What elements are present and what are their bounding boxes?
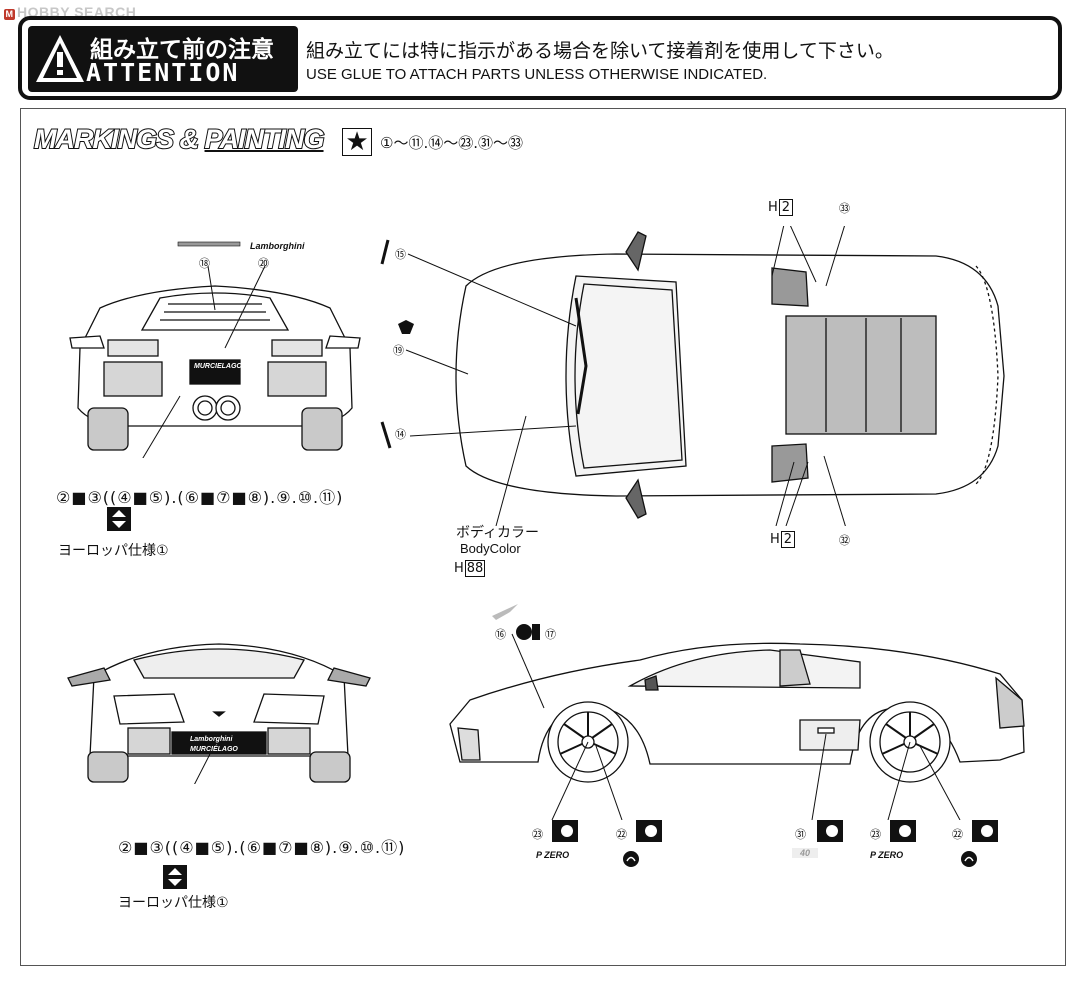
- decal-marker-icon: [552, 820, 578, 842]
- star-icon: ★: [342, 128, 372, 156]
- bull-badge-icon: [623, 851, 639, 867]
- top-view-drawing: [380, 226, 1005, 526]
- callout-23b: ㉓: [870, 828, 881, 841]
- callout-22a: ㉒: [616, 828, 627, 841]
- callout-22b: ㉒: [952, 828, 963, 841]
- callout-16: ⑯: [495, 628, 506, 641]
- attention-message-en: USE GLUE TO ATTACH PARTS UNLESS OTHERWIS…: [306, 66, 768, 83]
- decal-marker-icon: [890, 820, 916, 842]
- body-color-code-prefix: H: [454, 561, 464, 576]
- paint-h2-top-prefix: H: [768, 200, 778, 215]
- attention-message-jp: 組み立てには特に指示がある場合を除いて接着剤を使用して下さい。: [306, 40, 894, 62]
- front-decal-sequence: ②■③((④■⑤).(⑥■⑦■⑧).⑨.⑩.⑪): [118, 838, 406, 857]
- swap-arrows-icon: [107, 507, 131, 531]
- callout-33: ㉝: [839, 202, 850, 215]
- rear-plate-text: MURCIELAGO: [194, 363, 242, 370]
- callout-15: ⑮: [395, 248, 406, 261]
- decal-marker-icon: [817, 820, 843, 842]
- callout-20: ⑳: [258, 257, 269, 270]
- body-color-en: BodyColor: [460, 541, 521, 556]
- decal-range: ①～⑪.⑭～㉓.㉛～㉝: [380, 134, 523, 152]
- decal-marker-icon: [516, 624, 540, 640]
- rear-view-drawing: [69, 241, 361, 458]
- rear-decal-sequence: ②■③((④■⑤).(⑥■⑦■⑧).⑨.⑩.⑪): [56, 488, 344, 507]
- callout-23a: ㉓: [532, 828, 543, 841]
- callout-19: ⑲: [393, 344, 404, 357]
- rear-europe-spec: ヨーロッパ仕様①: [58, 543, 169, 559]
- rear-badge-script: Lamborghini: [250, 241, 305, 251]
- decal-marker-icon: [636, 820, 662, 842]
- attention-title-jp: 組み立て前の注意: [90, 37, 274, 63]
- rear-plate-top: Lamborghini: [192, 351, 235, 358]
- title-ampersand: &: [179, 123, 200, 155]
- body-color-code-num: 88: [464, 560, 486, 577]
- markings-frame: [20, 108, 1066, 966]
- bull-badge-icon: [961, 851, 977, 867]
- paint-h2-bottom-prefix: H: [770, 532, 780, 547]
- paint-h2-bottom-num: 2: [780, 531, 796, 548]
- front-europe-spec: ヨーロッパ仕様①: [118, 895, 229, 911]
- title-painting: PAINTING: [204, 123, 326, 155]
- badge-40-logo: 40: [792, 848, 819, 858]
- markings-painting-title: MARKINGS & PAINTING: [33, 123, 326, 155]
- side-view-drawing: [449, 604, 1025, 820]
- callout-32: ㉜: [839, 534, 850, 547]
- pzero-logo-b: P ZERO: [870, 850, 904, 860]
- title-markings: MARKINGS: [33, 123, 175, 155]
- attention-title-en: ATTENTION: [86, 58, 240, 87]
- body-color-jp: ボディカラー: [456, 525, 540, 541]
- decal-marker-icon: [972, 820, 998, 842]
- callout-31: ㉛: [795, 828, 806, 841]
- pzero-logo-a: P ZERO: [536, 850, 570, 860]
- attention-box: [18, 16, 1062, 100]
- warning-icon: [36, 35, 84, 82]
- callout-14: ⑭: [395, 428, 406, 441]
- paint-h2-top-num: 2: [778, 199, 794, 216]
- hobby-search-icon: M: [4, 9, 15, 20]
- swap-arrows-icon: [163, 865, 187, 889]
- callout-17: ⑰: [545, 628, 556, 641]
- front-view-drawing: [67, 643, 371, 784]
- front-plate-top: Lamborghini: [190, 736, 233, 743]
- front-plate-text: MURCIÉLAGO: [190, 746, 238, 753]
- callout-18: ⑱: [199, 257, 210, 270]
